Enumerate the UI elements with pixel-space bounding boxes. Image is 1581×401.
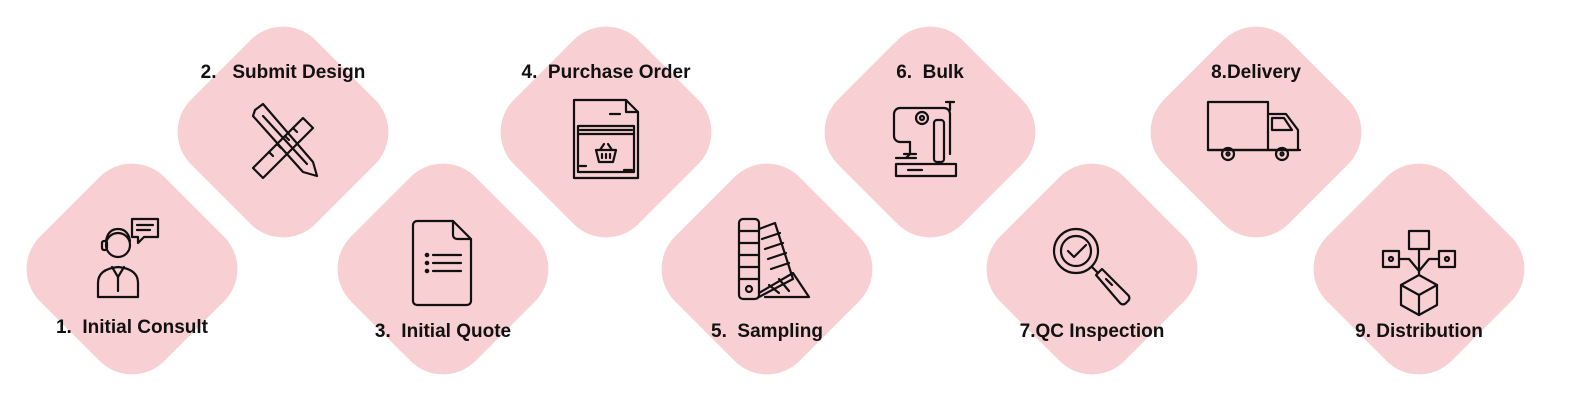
consultant-chat-icon	[78, 213, 178, 313]
step-sampling: 5. Sampling	[635, 137, 899, 401]
step-bulk: 6. Bulk	[798, 0, 1062, 264]
step-label: 5. Sampling	[711, 321, 823, 342]
step-purchase-order: 4. Purchase Order	[474, 0, 738, 264]
step-submit-design: 2. Submit Design	[151, 0, 415, 264]
step-initial-consult: 1. Initial Consult	[0, 137, 264, 401]
step-label: 4. Purchase Order	[521, 62, 691, 83]
step-label: 2. Submit Design	[200, 62, 366, 83]
magnifier-check-icon	[1042, 225, 1142, 325]
step-distribution: 9. Distribution	[1287, 137, 1551, 401]
step-label: 3. Initial Quote	[374, 321, 512, 342]
step-qc-inspection: 7.QC Inspection	[960, 137, 1224, 401]
step-label: 7.QC Inspection	[1019, 321, 1165, 342]
sewing-machine-icon	[880, 96, 980, 196]
step-label: 9. Distribution	[1355, 321, 1483, 342]
distribution-network-icon	[1369, 227, 1469, 327]
delivery-truck-icon	[1206, 92, 1306, 192]
step-label: 8.Delivery	[1211, 62, 1301, 83]
pencil-ruler-icon	[233, 98, 333, 198]
step-label: 6. Bulk	[896, 62, 964, 83]
purchase-order-basket-icon	[556, 98, 656, 198]
step-label: 1. Initial Consult	[55, 317, 208, 338]
step-initial-quote: 3. Initial Quote	[311, 137, 575, 401]
color-swatch-icon	[717, 215, 817, 315]
step-delivery: 8.Delivery	[1124, 0, 1388, 264]
document-icon	[393, 215, 493, 315]
